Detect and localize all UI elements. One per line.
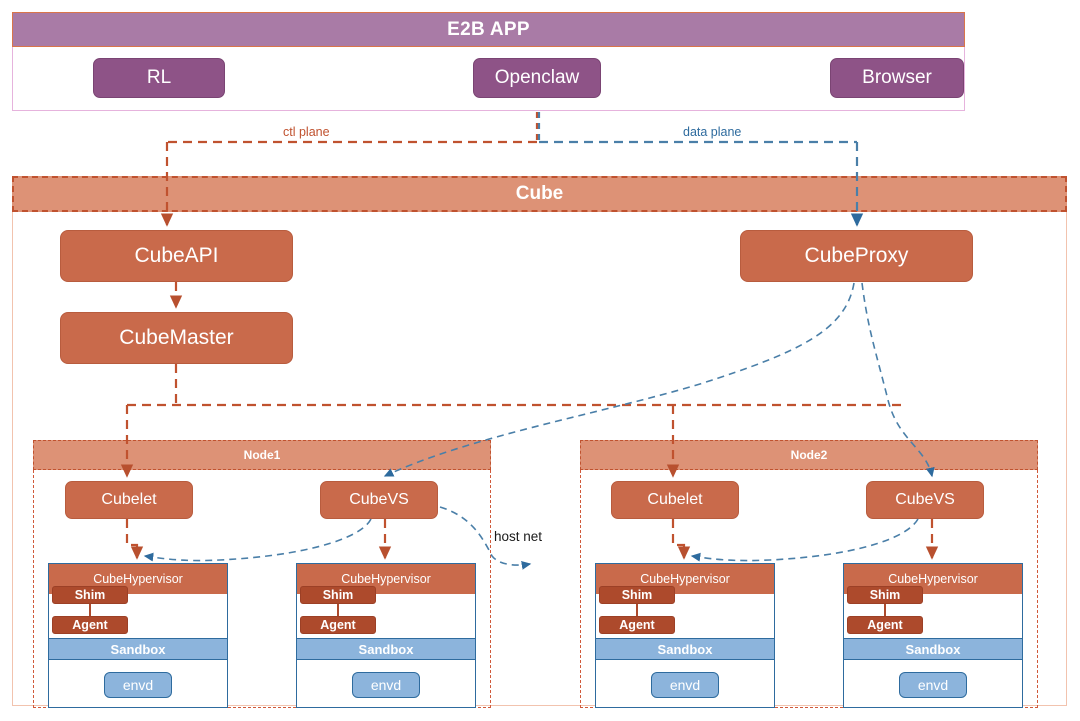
app-button-browser[interactable]: Browser — [830, 58, 964, 98]
app-button-rl-label: RL — [146, 67, 172, 88]
node2-cubevs-label: CubeVS — [895, 491, 955, 508]
agent-badge: Agent — [52, 616, 128, 634]
shim-badge: Shim — [847, 586, 923, 604]
node2-header: Node2 — [580, 440, 1038, 470]
envd-pill: envd — [352, 672, 420, 698]
node1-cubevs-label: CubeVS — [349, 491, 409, 508]
edge-label-data-plane: data plane — [683, 125, 742, 139]
app-button-rl[interactable]: RL — [93, 58, 225, 98]
shim-badge: Shim — [599, 586, 675, 604]
app-button-browser-label: Browser — [862, 67, 932, 88]
sandbox-bar: Sandbox — [596, 638, 774, 660]
sandbox-bar: Sandbox — [49, 638, 227, 660]
node1-cubevs[interactable]: CubeVS — [320, 481, 438, 519]
shim-agent-link — [636, 604, 638, 616]
envd-pill: envd — [899, 672, 967, 698]
node1-cubelet-label: Cubelet — [101, 491, 157, 508]
cube-component-cubemaster[interactable]: CubeMaster — [60, 312, 293, 364]
envd-pill: envd — [651, 672, 719, 698]
e2b-app-header: E2B APP — [12, 12, 965, 47]
cube-component-cubeapi[interactable]: CubeAPI — [60, 230, 293, 282]
app-button-openclaw-label: Openclaw — [494, 67, 580, 88]
sandbox-bar: Sandbox — [844, 638, 1022, 660]
node1-cubelet[interactable]: Cubelet — [65, 481, 193, 519]
node2-vm-1: CubeHypervisor Shim Agent Sandbox envd — [595, 563, 775, 708]
cube-header: Cube — [12, 176, 1067, 212]
node1-vm-1: CubeHypervisor Shim Agent Sandbox envd — [48, 563, 228, 708]
cube-component-cubeapi-label: CubeAPI — [134, 244, 219, 267]
agent-badge: Agent — [300, 616, 376, 634]
shim-agent-link — [89, 604, 91, 616]
shim-badge: Shim — [300, 586, 376, 604]
node2-vm-2: CubeHypervisor Shim Agent Sandbox envd — [843, 563, 1023, 708]
shim-badge: Shim — [52, 586, 128, 604]
agent-badge: Agent — [847, 616, 923, 634]
cubehypervisor-header: CubeHypervisor — [49, 564, 227, 594]
node1-header: Node1 — [33, 440, 491, 470]
app-button-openclaw[interactable]: Openclaw — [473, 58, 601, 98]
envd-pill: envd — [104, 672, 172, 698]
agent-badge: Agent — [599, 616, 675, 634]
node2-cubelet-label: Cubelet — [647, 491, 703, 508]
shim-agent-link — [337, 604, 339, 616]
shim-agent-link — [884, 604, 886, 616]
edge-label-ctl-plane: ctl plane — [283, 125, 330, 139]
cube-component-cubemaster-label: CubeMaster — [119, 326, 234, 349]
node1-vm-2: CubeHypervisor Shim Agent Sandbox envd — [296, 563, 476, 708]
node2-cubelet[interactable]: Cubelet — [611, 481, 739, 519]
node2-cubevs[interactable]: CubeVS — [866, 481, 984, 519]
sandbox-bar: Sandbox — [297, 638, 475, 660]
cube-component-cubeproxy-label: CubeProxy — [804, 244, 909, 267]
cube-component-cubeproxy[interactable]: CubeProxy — [740, 230, 973, 282]
edge-label-host-net: host net — [494, 529, 543, 544]
